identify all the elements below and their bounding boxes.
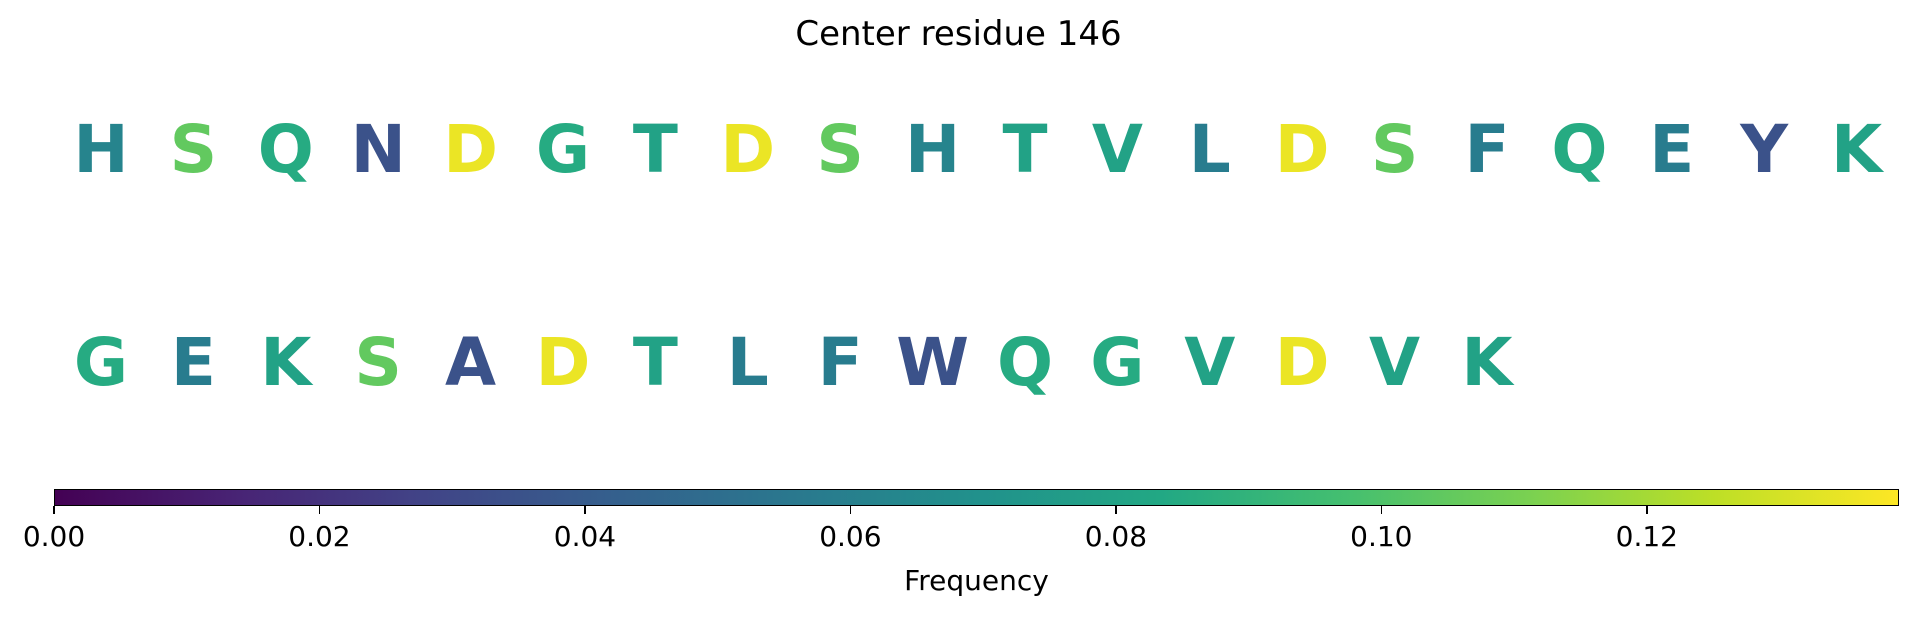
residue-letter: K — [1831, 111, 1883, 188]
residue-letter: L — [1188, 111, 1231, 188]
colorbar-tick-mark — [1115, 506, 1117, 514]
residue-letter: V — [1091, 111, 1143, 188]
residue-letter: E — [170, 324, 216, 401]
residue-letter: D — [720, 111, 776, 188]
residue-letter: Q — [1551, 111, 1608, 188]
residue-letter: W — [896, 324, 969, 401]
colorbar-tick-label: 0.10 — [1350, 520, 1413, 553]
residue-letter: D — [1274, 324, 1330, 401]
residue-letter: Q — [996, 324, 1054, 401]
residue-letter: N — [350, 111, 406, 188]
residue-letter: S — [1370, 111, 1419, 188]
colorbar-tick-mark — [1380, 506, 1383, 514]
colorbar-label: Frequency — [904, 564, 1049, 597]
residue-letter: V — [1184, 324, 1236, 401]
residue-letter: D — [443, 111, 498, 188]
residue-letter: G — [73, 324, 129, 401]
residue-letter: S — [169, 111, 218, 188]
residue-letter: G — [535, 111, 591, 188]
colorbar-tick-label: 0.04 — [553, 520, 617, 553]
residue-letter: A — [445, 324, 497, 401]
colorbar-tick-label: 0.02 — [288, 520, 351, 553]
colorbar-tick-label: 0.00 — [22, 520, 86, 553]
residue-letter: H — [904, 111, 961, 188]
colorbar-tick-mark — [53, 506, 55, 514]
colorbar-tick-mark — [318, 506, 321, 514]
colorbar-tick-mark — [1646, 506, 1648, 514]
colorbar-tick-mark — [849, 506, 852, 514]
residue-letter: T — [632, 324, 678, 401]
colorbar-tick-label: 0.12 — [1615, 520, 1678, 553]
residue-letter: D — [535, 324, 591, 401]
colorbar-tick-mark — [584, 506, 586, 514]
residue-letter: S — [816, 111, 864, 188]
colorbar-tick-label: 0.06 — [819, 520, 882, 553]
residue-letter: H — [73, 111, 129, 188]
chart-title: Center residue 146 — [795, 14, 1122, 54]
colorbar — [54, 489, 1899, 506]
residue-letter: S — [354, 324, 402, 401]
residue-letter: Y — [1740, 111, 1789, 188]
colorbar-tick-label: 0.08 — [1084, 520, 1148, 553]
residue-letter: K — [1461, 324, 1513, 401]
residue-letter: T — [1002, 111, 1048, 188]
residue-letter: G — [1090, 324, 1145, 401]
residue-letter: L — [726, 324, 769, 401]
residue-letter: T — [632, 111, 678, 188]
residue-letter: E — [1649, 111, 1695, 188]
residue-letter: Q — [257, 111, 314, 188]
residue-letter: F — [1464, 111, 1510, 188]
residue-letter: K — [260, 324, 312, 401]
residue-letter: D — [1274, 111, 1330, 188]
residue-letter: F — [817, 324, 863, 401]
residue-letter: V — [1369, 324, 1421, 401]
